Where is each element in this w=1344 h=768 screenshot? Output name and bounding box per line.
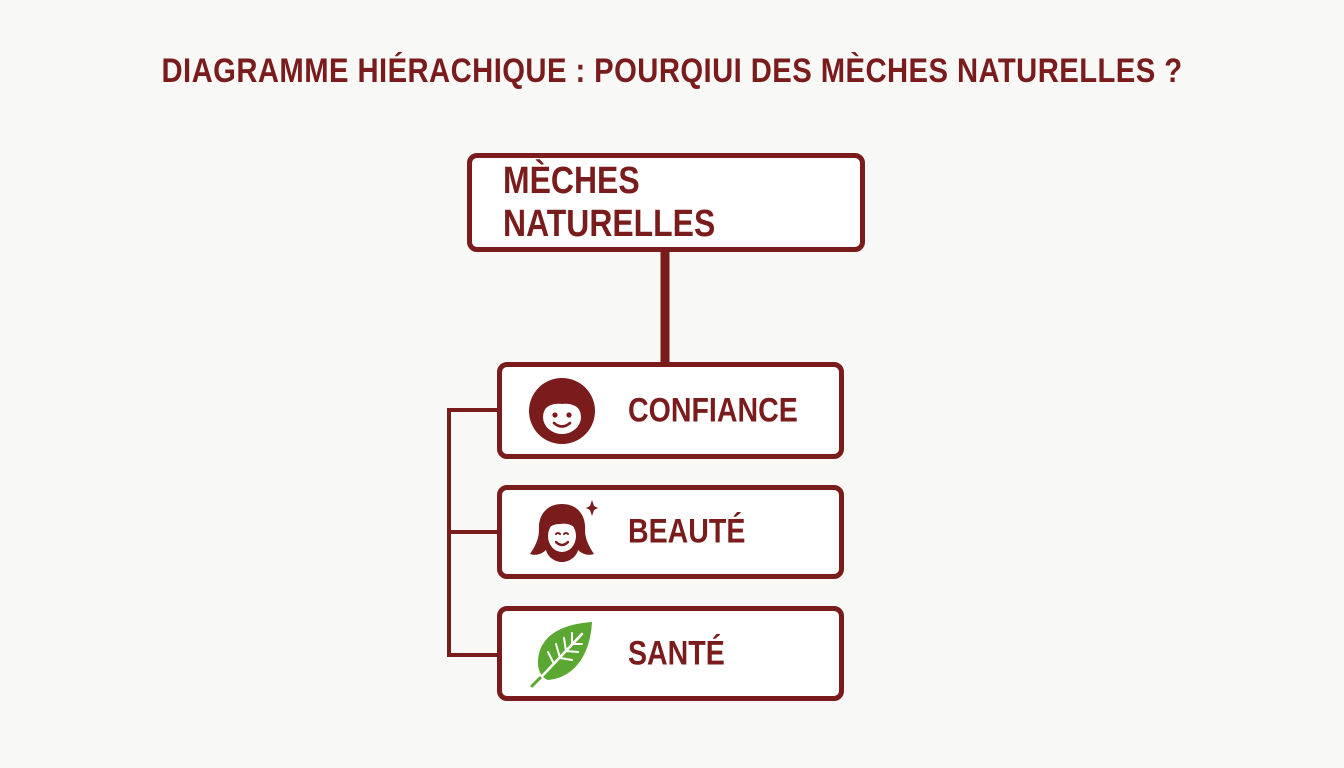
child-node-confiance: CONFIANCE bbox=[497, 362, 844, 459]
child-label-confiance: CONFIANCE bbox=[628, 391, 798, 429]
child-label-beaute: BEAUTÉ bbox=[628, 512, 746, 551]
leaf-icon bbox=[530, 621, 592, 687]
side-bracket-connector bbox=[447, 408, 499, 657]
child-label-sante: SANTÉ bbox=[628, 634, 725, 672]
child-node-sante: SANTÉ bbox=[497, 606, 844, 701]
child-node-beaute: BEAUTÉ bbox=[497, 485, 844, 579]
root-node-label: MÈCHES NATURELLES bbox=[503, 159, 716, 245]
diagram-title: DIAGRAMME HIÉRACHIQUE : POURQIUI DES MÈC… bbox=[161, 52, 1183, 90]
smiling-face-icon bbox=[529, 377, 595, 444]
root-node: MÈCHES NATURELLES bbox=[467, 153, 865, 252]
woman-sparkle-icon bbox=[530, 500, 598, 562]
